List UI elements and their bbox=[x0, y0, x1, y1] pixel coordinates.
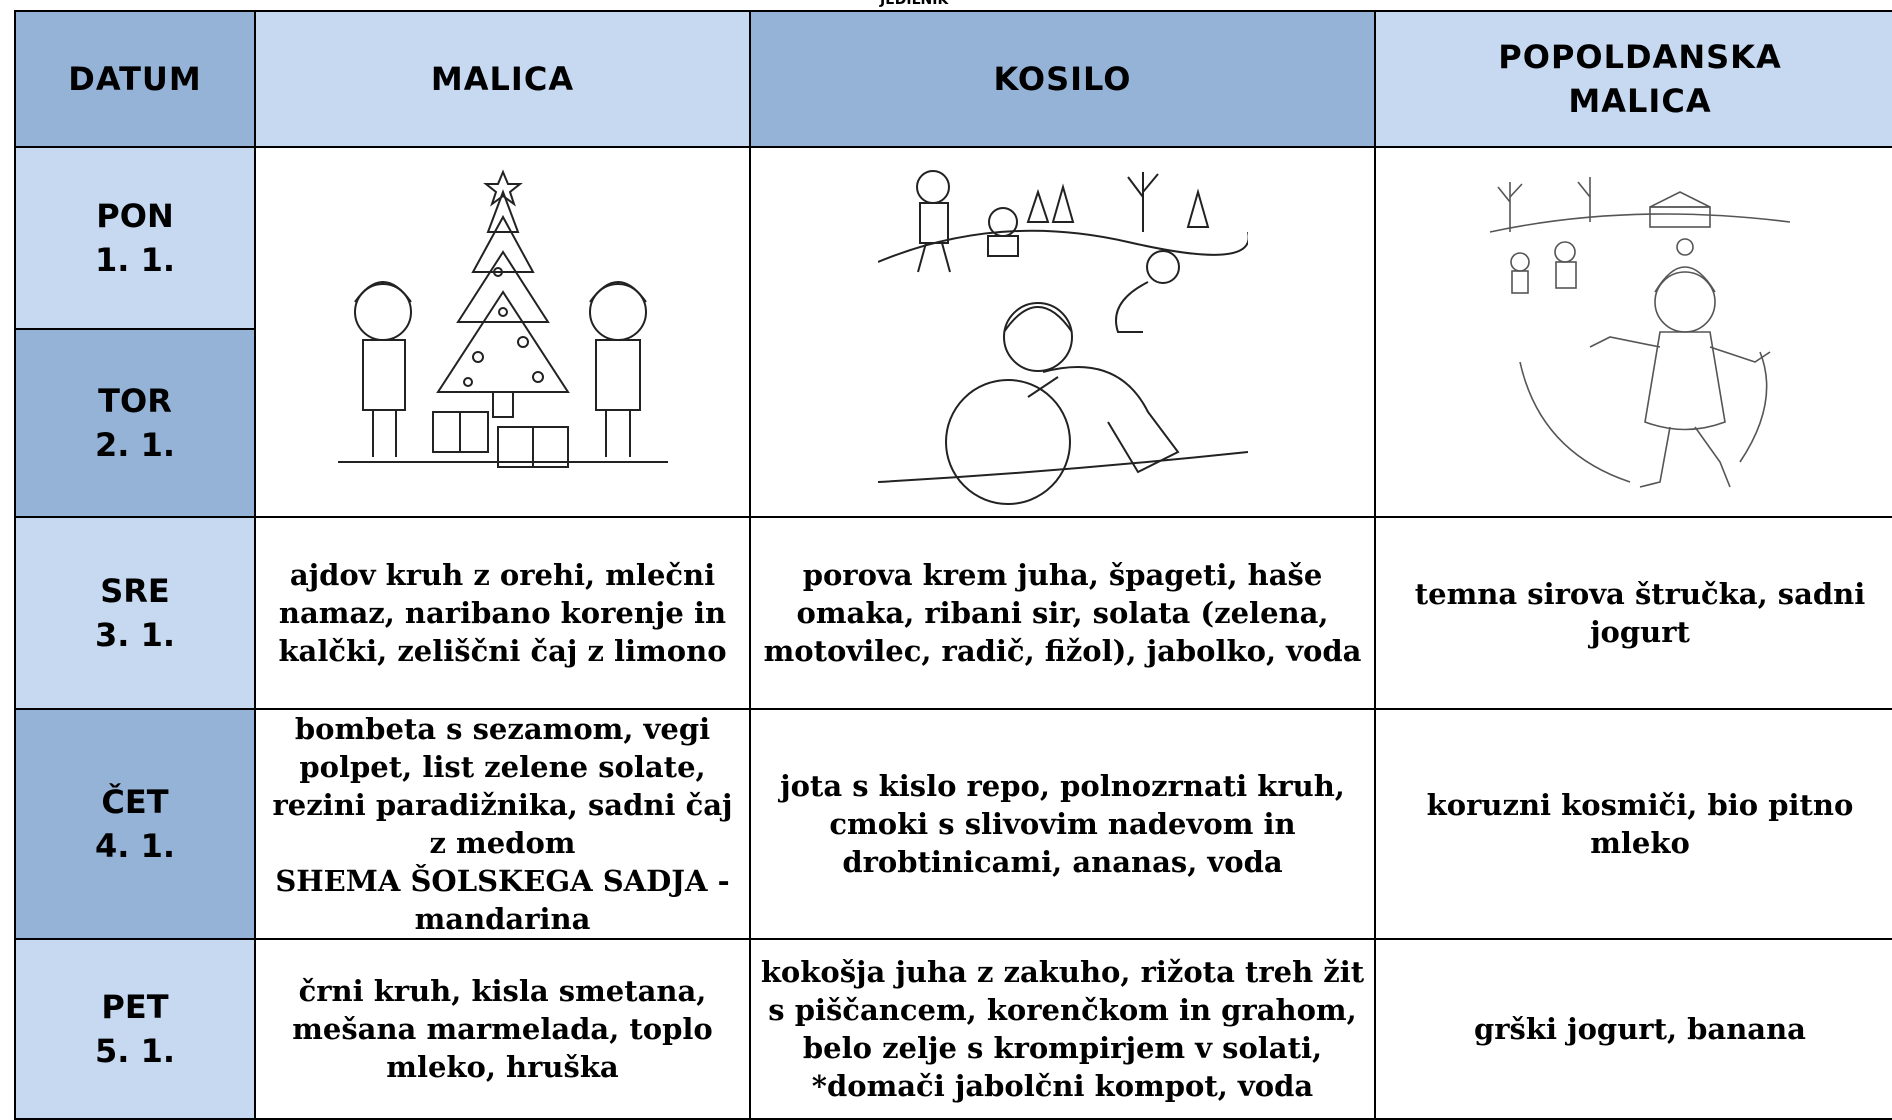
lunch-image-cell bbox=[749, 146, 1376, 518]
header-lunch: KOSILO bbox=[749, 10, 1376, 148]
thu-snack-main: bombeta s sezamom, vegi polpet, list zel… bbox=[272, 712, 733, 860]
header-date: DATUM bbox=[14, 10, 256, 148]
thu-snack: bombeta s sezamom, vegi polpet, list zel… bbox=[254, 708, 751, 940]
day-date: 2. 1. bbox=[95, 426, 175, 464]
header-snack: MALICA bbox=[254, 10, 751, 148]
day-date: 3. 1. bbox=[95, 616, 175, 654]
fri-afternoon-snack: grški jogurt, banana bbox=[1374, 938, 1892, 1120]
wed-snack: ajdov kruh z orehi, mlečni namaz, nariba… bbox=[254, 516, 751, 710]
day-name: ČET bbox=[101, 783, 169, 821]
header-afternoon-line1: POPOLDANSKA bbox=[1498, 38, 1782, 76]
day-name: PON bbox=[96, 197, 174, 235]
day-tue: TOR 2. 1. bbox=[14, 328, 256, 518]
christmas-tree-illustration bbox=[337, 169, 668, 468]
header-afternoon-snack: POPOLDANSKA MALICA bbox=[1374, 10, 1892, 148]
afternoon-image-cell bbox=[1374, 146, 1892, 518]
table-row-thu: ČET 4. 1. bombeta s sezamom, vegi polpet… bbox=[14, 708, 1892, 940]
day-date: 4. 1. bbox=[95, 827, 175, 865]
day-thu: ČET 4. 1. bbox=[14, 708, 256, 940]
header-row: DATUM MALICA KOSILO POPOLDANSKA MALICA bbox=[14, 10, 1892, 148]
wed-afternoon-snack: temna sirova štručka, sadni jogurt bbox=[1374, 516, 1892, 710]
thu-afternoon-snack: koruzni kosmiči, bio pitno mleko bbox=[1374, 708, 1892, 940]
header-afternoon-line2: MALICA bbox=[1568, 82, 1712, 120]
table-row-fri: PET 5. 1. črni kruh, kisla smetana, meša… bbox=[14, 938, 1892, 1120]
ice-skating-illustration bbox=[1489, 177, 1791, 488]
table-row-wed: SRE 3. 1. ajdov kruh z orehi, mlečni nam… bbox=[14, 516, 1892, 710]
page-title: JEDILNIK bbox=[880, 0, 949, 8]
snack-image-cell bbox=[254, 146, 751, 518]
thu-snack-fruit-scheme: SHEMA ŠOLSKEGA SADJA - mandarina bbox=[275, 864, 730, 936]
day-mon: PON 1. 1. bbox=[14, 146, 256, 330]
table-row-tue: TOR 2. 1. bbox=[14, 328, 1892, 518]
fri-lunch: kokošja juha z zakuho, rižota treh žit s… bbox=[749, 938, 1376, 1120]
day-name: TOR bbox=[98, 382, 172, 420]
day-wed: SRE 3. 1. bbox=[14, 516, 256, 710]
menu-table: DATUM MALICA KOSILO POPOLDANSKA MALICA P… bbox=[14, 10, 1892, 1120]
wed-lunch: porova krem juha, špageti, haše omaka, r… bbox=[749, 516, 1376, 710]
thu-lunch: jota s kislo repo, polnozrnati kruh, cmo… bbox=[749, 708, 1376, 940]
snowball-illustration bbox=[877, 170, 1248, 505]
table-row-mon: PON 1. 1. bbox=[14, 146, 1892, 518]
day-date: 1. 1. bbox=[95, 241, 175, 279]
day-name: SRE bbox=[100, 572, 170, 610]
day-fri: PET 5. 1. bbox=[14, 938, 256, 1120]
fri-snack: črni kruh, kisla smetana, mešana marmela… bbox=[254, 938, 751, 1120]
day-name: PET bbox=[101, 988, 169, 1026]
day-date: 5. 1. bbox=[95, 1032, 175, 1070]
